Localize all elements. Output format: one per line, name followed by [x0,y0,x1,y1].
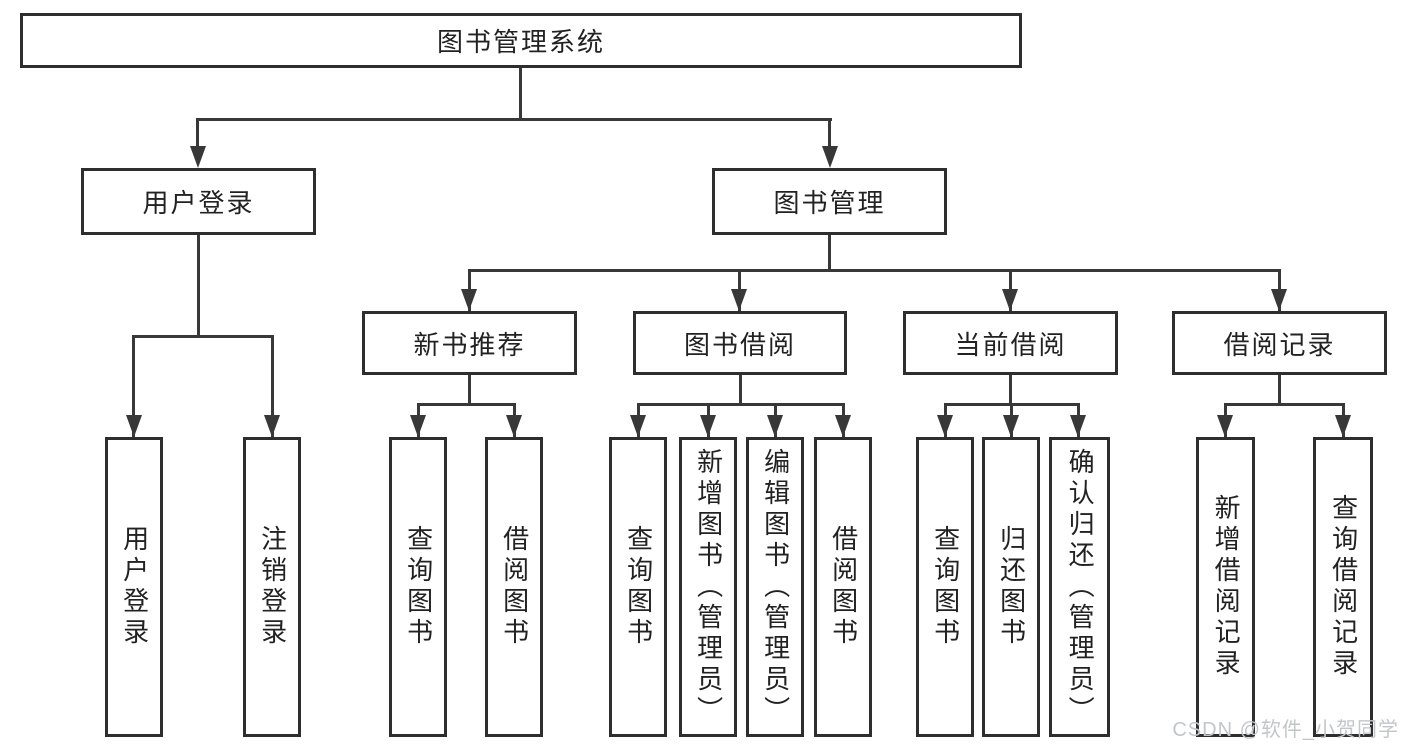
connector-user-login-branch [132,335,274,338]
connector-root-branch [196,118,832,121]
connector-drop-book-mgmt [828,118,831,150]
connector-book-mgmt-stem [828,235,831,272]
leaf-label: 查询图书 [623,525,654,649]
node-book-mgmt: 图书管理 [712,168,947,235]
arrowhead-down-icon [1002,289,1018,311]
arrowhead-down-icon [1271,289,1287,311]
connector-book-mgmt-branch [468,269,1281,272]
arrowhead-down-icon [835,415,851,437]
node-root: 图书管理系统 [20,13,1022,68]
leaf-label: 查询借阅记录 [1328,494,1359,680]
leaf-label: 归还图书 [996,525,1027,649]
leaf-confirm-return-admin: 确认归还（管理员） [1049,437,1110,737]
node-new-books: 新书推荐 [362,311,577,375]
connector-new-books-branch [417,403,516,406]
connector-records-branch [1224,403,1344,406]
node-user-login: 用户登录 [81,168,316,235]
connector-drop-leaf [132,335,135,437]
leaf-label: 新增图书（管理员） [693,447,724,727]
connector-new-books-stem [468,375,471,406]
connector-user-login-stem [197,235,200,338]
arrowhead-down-icon [506,415,522,437]
leaf-label: 注销登录 [257,525,288,649]
arrowhead-down-icon [731,289,747,311]
connector-root-stem [519,68,522,121]
arrowhead-down-icon [410,415,426,437]
arrowhead-down-icon [461,289,477,311]
leaf-label: 借阅图书 [499,525,530,649]
leaf-borrow-books: 借阅图书 [485,437,543,737]
connector-borrowing-stem [739,375,742,406]
connector-current-stem [1009,375,1012,406]
leaf-edit-books-admin: 编辑图书（管理员） [746,437,804,737]
node-current: 当前借阅 [903,311,1118,375]
arrowhead-down-icon [1070,415,1086,437]
arrowhead-down-icon [630,415,646,437]
leaf-label: 查询图书 [930,525,961,649]
arrowhead-down-icon [767,415,783,437]
arrowhead-down-icon [1335,415,1351,437]
leaf-label: 编辑图书（管理员） [760,447,791,727]
leaf-label: 查询图书 [403,525,434,649]
leaf-label: 用户登录 [119,525,150,649]
connector-drop-leaf [271,335,274,437]
arrowhead-down-icon [1217,415,1233,437]
connector-records-stem [1278,375,1281,406]
arrowhead-down-icon [190,146,206,168]
connector-borrowing-branch [637,403,845,406]
arrowhead-down-icon [264,415,280,437]
arrowhead-down-icon [700,415,716,437]
leaf-query-borrow-record: 查询借阅记录 [1313,437,1373,737]
arrowhead-down-icon [822,146,838,168]
leaf-query-books: 查询图书 [389,437,447,737]
leaf-label: 借阅图书 [828,525,859,649]
leaf-add-books-admin: 新增图书（管理员） [679,437,737,737]
leaf-label: 新增借阅记录 [1211,494,1242,680]
node-borrowing: 图书借阅 [633,311,847,375]
watermark: CSDN @软件_小贺同学 [1172,719,1399,741]
leaf-query-books: 查询图书 [916,437,974,737]
leaf-logout: 注销登录 [243,437,301,737]
connector-drop-user-login [196,118,199,150]
leaf-user-login: 用户登录 [105,437,163,737]
leaf-query-books: 查询图书 [609,437,667,737]
arrowhead-down-icon [937,415,953,437]
arrowhead-down-icon [126,415,142,437]
leaf-label: 确认归还（管理员） [1065,447,1096,727]
arrowhead-down-icon [1003,415,1019,437]
leaf-add-borrow-record: 新增借阅记录 [1196,437,1255,737]
leaf-borrow-books: 借阅图书 [814,437,872,737]
leaf-return-books: 归还图书 [982,437,1040,737]
node-records: 借阅记录 [1172,311,1387,375]
